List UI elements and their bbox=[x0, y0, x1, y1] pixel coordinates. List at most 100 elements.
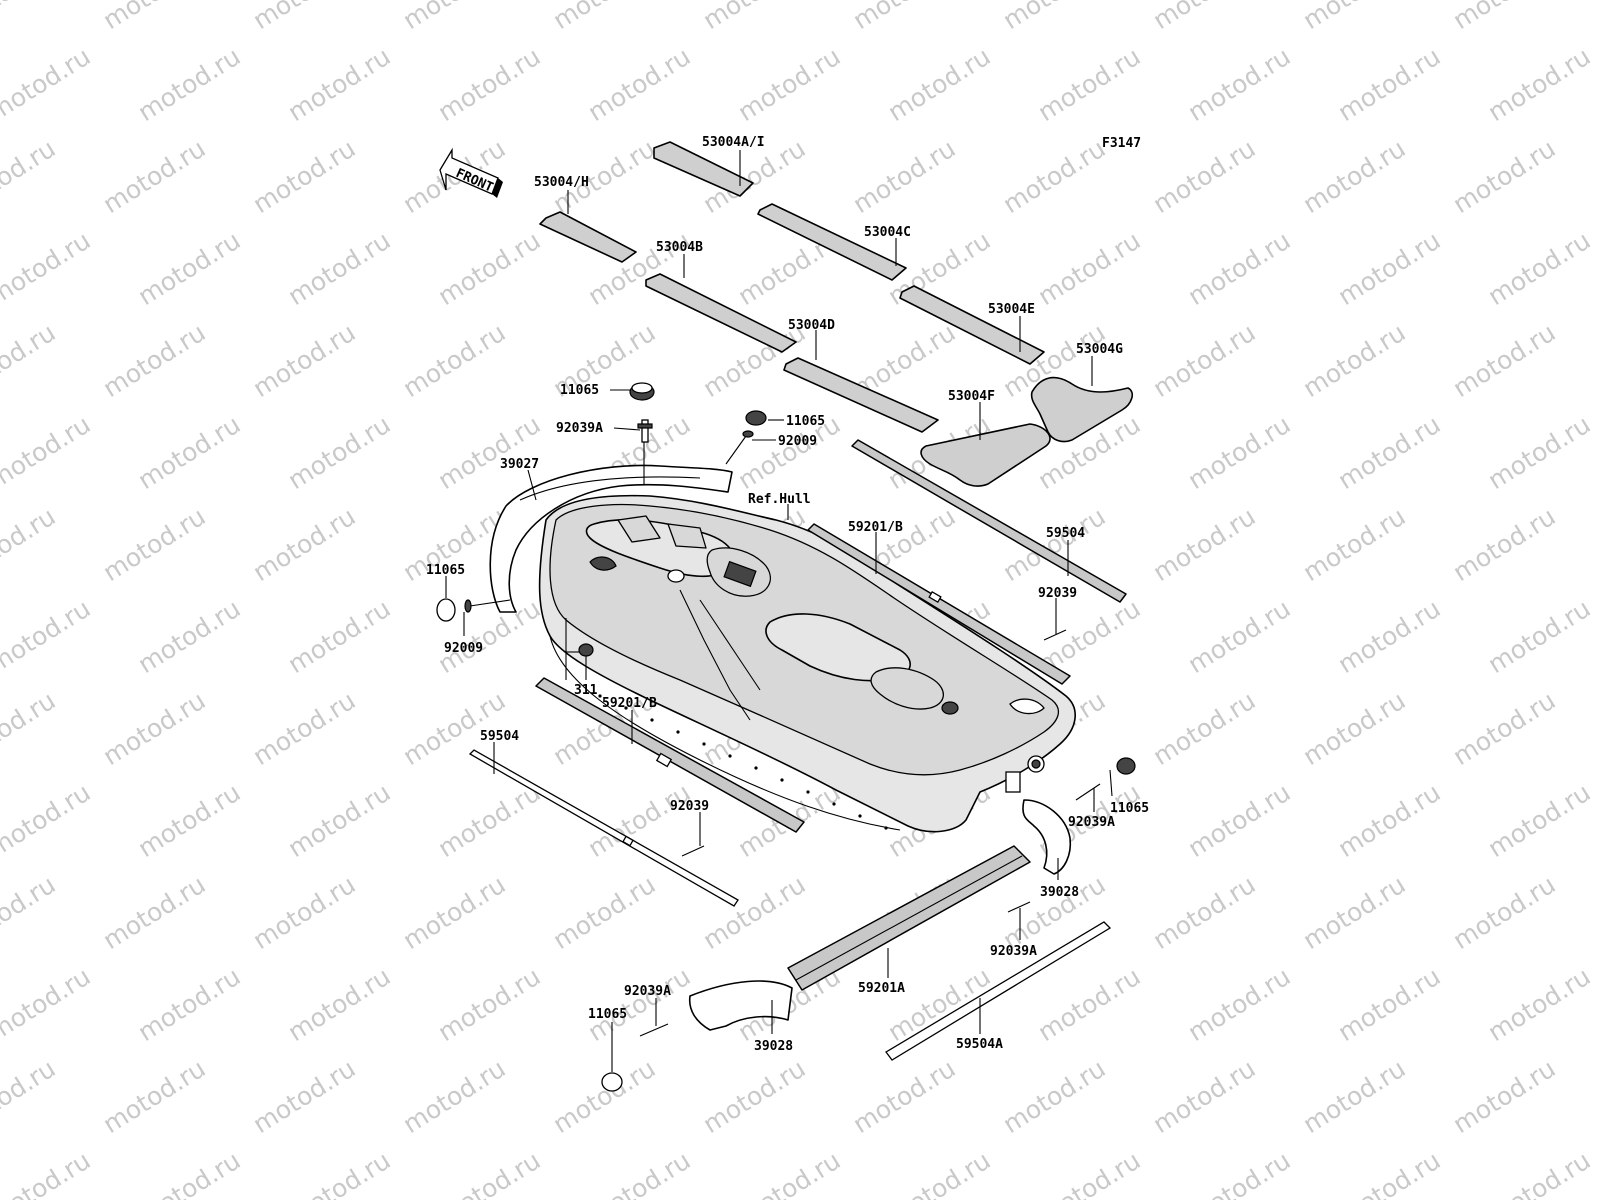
watermark-text: motod.ru bbox=[433, 962, 546, 1047]
label-92039A-mid: 92039A bbox=[990, 944, 1037, 959]
watermark-text: motod.ru bbox=[1333, 1146, 1446, 1200]
watermark-text: motod.ru bbox=[848, 134, 961, 219]
watermark-text: motod.ru bbox=[1148, 686, 1261, 771]
bumper-39028-right bbox=[1022, 799, 1072, 875]
cap-11065-right bbox=[1116, 757, 1136, 775]
watermark-text: motod.ru bbox=[1448, 502, 1561, 587]
rivet-dot bbox=[624, 706, 628, 710]
watermark-text: motod.ru bbox=[283, 962, 396, 1047]
label-53004G: 53004G bbox=[1076, 342, 1123, 357]
label-59504-lower: 59504 bbox=[480, 729, 519, 744]
label-92009-left: 92009 bbox=[444, 641, 483, 656]
cap-11065-left bbox=[436, 598, 456, 622]
watermark-text: motod.ru bbox=[0, 134, 60, 219]
label-39028-right: 39028 bbox=[1040, 885, 1079, 900]
watermark-text: motod.ru bbox=[1333, 594, 1446, 679]
rivet-dot bbox=[676, 730, 680, 734]
watermark-text: motod.ru bbox=[0, 686, 60, 771]
bumper-39027 bbox=[489, 464, 733, 613]
label-92039-right: 92039 bbox=[1038, 586, 1077, 601]
watermark-text: motod.ru bbox=[248, 686, 361, 771]
watermark-text: motod.ru bbox=[433, 226, 546, 311]
watermark-text: motod.ru bbox=[1183, 594, 1296, 679]
clip-92039A-top bbox=[637, 419, 653, 443]
screw-92009-left bbox=[464, 599, 511, 613]
watermark-text: motod.ru bbox=[98, 686, 211, 771]
watermark-text: motod.ru bbox=[848, 1054, 961, 1139]
watermark-text: motod.ru bbox=[0, 502, 60, 587]
watermark-text: motod.ru bbox=[1183, 226, 1296, 311]
watermark-text: motod.ru bbox=[133, 226, 246, 311]
watermark-text: motod.ru bbox=[0, 1054, 60, 1139]
watermark-text: motod.ru bbox=[733, 42, 846, 127]
watermark-text: motod.ru bbox=[1148, 134, 1261, 219]
watermark-text: motod.ru bbox=[1183, 42, 1296, 127]
label-39027: 39027 bbox=[500, 457, 539, 472]
watermark-text: motod.ru bbox=[1148, 1054, 1261, 1139]
clip-92039-lower bbox=[681, 845, 705, 857]
label-53004H: 53004/H bbox=[534, 175, 589, 190]
watermark-text: motod.ru bbox=[998, 502, 1111, 587]
label-53004F: 53004F bbox=[948, 389, 995, 404]
label-92039A-bottom: 92039A bbox=[624, 984, 671, 999]
watermark-text: motod.ru bbox=[1483, 42, 1596, 127]
rail-59504A bbox=[885, 921, 1112, 1061]
rail-59201A bbox=[787, 845, 1031, 991]
watermark-text: motod.ru bbox=[1148, 502, 1261, 587]
label-92009-top: 92009 bbox=[778, 434, 817, 449]
rivet-dot bbox=[650, 718, 654, 722]
bumper-39028-left bbox=[688, 980, 793, 1031]
watermark-text: motod.ru bbox=[1183, 1146, 1296, 1200]
watermark-text: motod.ru bbox=[698, 870, 811, 955]
watermark-text: motod.ru bbox=[248, 502, 361, 587]
rivet-dot bbox=[754, 766, 758, 770]
watermark-text: motod.ru bbox=[548, 1054, 661, 1139]
watermark-text: motod.ru bbox=[433, 42, 546, 127]
hull bbox=[538, 494, 1076, 833]
label-59504A: 59504A bbox=[956, 1037, 1003, 1052]
label-11065-left: 11065 bbox=[426, 563, 465, 578]
label-59201B-lower: 59201/B bbox=[602, 696, 657, 711]
watermark-text: motod.ru bbox=[133, 1146, 246, 1200]
watermark-text: motod.ru bbox=[583, 42, 696, 127]
watermark-text: motod.ru bbox=[133, 410, 246, 495]
part-labels: 53004A/I 53004/H 53004C 53004B 53004E 53… bbox=[426, 135, 1149, 1054]
watermark-text: motod.ru bbox=[283, 1146, 396, 1200]
watermark-text: motod.ru bbox=[1448, 1054, 1561, 1139]
watermark-text: motod.ru bbox=[0, 318, 60, 403]
watermark-text: motod.ru bbox=[1448, 0, 1561, 35]
watermark-text: motod.ru bbox=[98, 870, 211, 955]
watermark-text: motod.ru bbox=[1183, 962, 1296, 1047]
watermark-text: motod.ru bbox=[1483, 410, 1596, 495]
watermark-text: motod.ru bbox=[133, 42, 246, 127]
watermark-text: motod.ru bbox=[1333, 226, 1446, 311]
leader-lines bbox=[445, 150, 1113, 1072]
mat-53004G bbox=[1030, 376, 1134, 443]
watermark-text: motod.ru bbox=[1298, 686, 1411, 771]
watermark-text: motod.ru bbox=[398, 870, 511, 955]
figure-code: F3147 bbox=[1102, 136, 1141, 151]
watermark-text: motod.ru bbox=[0, 410, 95, 495]
label-92039A-top: 92039A bbox=[556, 421, 603, 436]
watermark-text: motod.ru bbox=[133, 962, 246, 1047]
watermark-text: motod.ru bbox=[1183, 778, 1296, 863]
watermark-text: motod.ru bbox=[0, 0, 60, 35]
watermark-text: motod.ru bbox=[1148, 870, 1261, 955]
rivet-dot bbox=[806, 790, 810, 794]
watermark-text: motod.ru bbox=[0, 594, 95, 679]
label-92039A-right: 92039A bbox=[1068, 815, 1115, 830]
clip-92039A-bottom bbox=[639, 1023, 669, 1037]
mat-53004H bbox=[539, 211, 637, 263]
watermark-text: motod.ru bbox=[248, 1054, 361, 1139]
watermark-text: motod.ru bbox=[0, 962, 95, 1047]
watermark-text: motod.ru bbox=[1298, 1054, 1411, 1139]
rivet-dot bbox=[884, 826, 888, 830]
label-59201A: 59201A bbox=[858, 981, 905, 996]
rail-59201B-upper bbox=[807, 523, 1071, 685]
mat-53004F bbox=[920, 423, 1051, 487]
mat-53004C bbox=[757, 203, 907, 281]
watermark-text: motod.ru bbox=[1483, 1146, 1596, 1200]
watermark-text: motod.ru bbox=[1448, 318, 1561, 403]
watermark-text: motod.ru bbox=[98, 134, 211, 219]
